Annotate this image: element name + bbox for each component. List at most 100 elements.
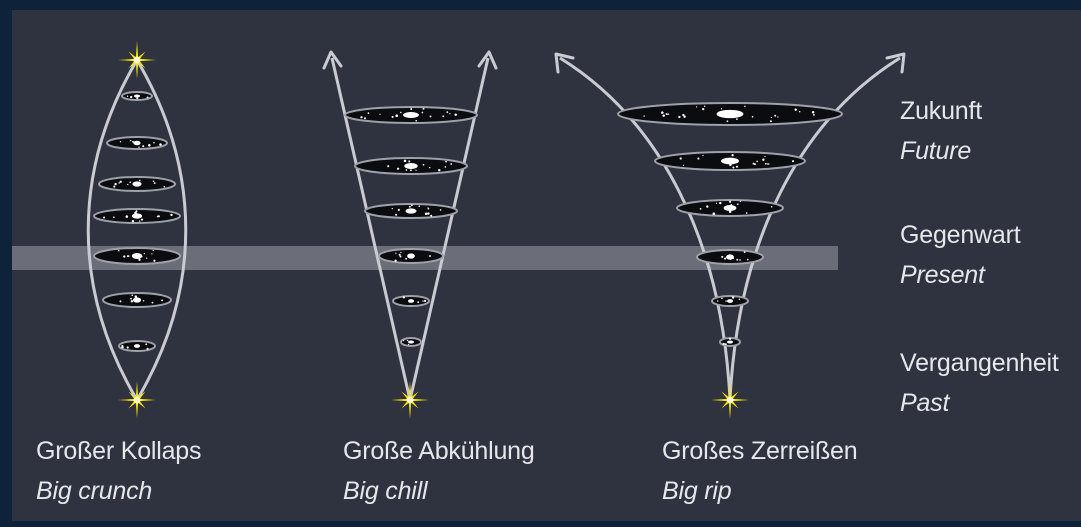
- disk-star-dot: [739, 200, 742, 203]
- disk-star-dot: [387, 165, 390, 168]
- disk-star-dot: [130, 95, 133, 99]
- disk-star-dot: [455, 113, 458, 116]
- disk-core: [131, 252, 143, 260]
- big-rip-left-arrowhead: [554, 52, 575, 74]
- disk-star-dot: [119, 180, 122, 183]
- disk-star-dot: [697, 157, 700, 160]
- big-rip-left-curve: [559, 56, 732, 401]
- disk-star-dot: [728, 113, 731, 115]
- disk-star-dot: [143, 252, 145, 255]
- disk-star-dot: [151, 253, 153, 255]
- disk-star-dot: [379, 113, 381, 115]
- disk-star-dot: [661, 111, 664, 114]
- disk-star-dot: [427, 207, 430, 210]
- disk-star-dot: [418, 205, 420, 207]
- disk-star-dot: [408, 205, 411, 208]
- disk-star-dot: [712, 212, 716, 215]
- big-chill-left-arrowhead: [322, 50, 343, 70]
- big-chill-galaxy-disk: [378, 248, 444, 264]
- disk-star-dot: [400, 251, 402, 254]
- big-crunch-label-en: Big crunch: [36, 477, 153, 505]
- disk-star-dot: [132, 140, 135, 143]
- disk-star-dot: [721, 297, 723, 300]
- disk-core: [408, 340, 414, 344]
- big-rip-shape: [554, 52, 906, 401]
- disk-star-dot: [743, 251, 746, 253]
- disk-star-dot: [138, 179, 141, 182]
- big-chill-galaxy-disk: [364, 203, 458, 219]
- disk-star-dot: [729, 163, 732, 167]
- disk-star-dot: [422, 107, 425, 110]
- disk-star-dot: [770, 116, 773, 119]
- disk-star-dot: [699, 208, 702, 210]
- disk-star-dot: [399, 255, 402, 258]
- disk-star-dot: [733, 160, 736, 163]
- big-crunch-end-star-icon: [118, 381, 156, 419]
- big-rip-label-de: Großes Zerreißen: [662, 437, 858, 465]
- disk-star-dot: [146, 347, 149, 350]
- disk-star-dot: [429, 255, 431, 257]
- disk-star-dot: [146, 96, 149, 99]
- disk-star-dot: [391, 207, 393, 210]
- disk-star-dot: [118, 182, 120, 184]
- big-rip-galaxy-disk: [654, 151, 806, 171]
- disk-star-dot: [695, 106, 698, 108]
- disk-star-dot: [131, 220, 135, 223]
- disk-star-dot: [152, 249, 154, 252]
- disk-star-dot: [126, 95, 129, 97]
- disk-star-dot: [721, 255, 724, 258]
- disk-star-dot: [395, 213, 398, 216]
- disk-star-dot: [394, 259, 397, 262]
- disk-star-dot: [406, 166, 408, 168]
- disk-star-dot: [427, 212, 430, 215]
- disk-star-dot: [430, 214, 433, 217]
- past-label-de: Vergangenheit: [900, 349, 1059, 377]
- big-chill-origin-star-icon: [391, 381, 429, 419]
- disk-star-dot: [728, 200, 732, 203]
- disk-star-dot: [360, 116, 363, 119]
- disk-star-dot: [170, 213, 173, 217]
- disk-star-dot: [140, 255, 143, 258]
- disk-star-dot: [813, 114, 815, 116]
- galaxy-disks: [93, 91, 843, 352]
- disk-star-dot: [398, 253, 401, 256]
- disk-core: [133, 140, 141, 146]
- disk-star-dot: [130, 297, 132, 300]
- disk-star-dot: [735, 165, 739, 168]
- disk-star-dot: [146, 257, 148, 259]
- disk-core: [134, 344, 140, 348]
- big-chill-label-en: Big chill: [343, 477, 428, 505]
- disk-star-dot: [130, 300, 134, 303]
- disk-star-dot: [403, 159, 407, 163]
- big-rip-label-en: Big rip: [662, 477, 732, 505]
- big-chill-galaxy-disk: [354, 157, 468, 175]
- disk-core: [407, 253, 415, 259]
- big-rip-origin-star-icon: [711, 381, 749, 419]
- disk-star-dot: [724, 257, 727, 260]
- disk-star-dot: [751, 115, 754, 118]
- disk-star-dot: [145, 343, 148, 346]
- disk-core: [404, 162, 418, 170]
- disk-star-dot: [140, 218, 144, 221]
- disk-star-dot: [764, 162, 767, 165]
- disk-star-dot: [400, 111, 402, 114]
- disk-star-dot: [159, 143, 162, 146]
- star-core: [726, 396, 734, 404]
- disk-star-dot: [729, 258, 732, 261]
- disk-star-dot: [730, 204, 733, 206]
- disk-star-dot: [439, 209, 442, 211]
- disk-star-dot: [438, 169, 441, 172]
- disk-star-dot: [715, 202, 718, 204]
- disk-star-dot: [811, 110, 815, 114]
- future-label-en: Future: [900, 137, 972, 165]
- disk-star-dot: [409, 169, 412, 172]
- disk-star-dot: [682, 113, 685, 117]
- disk-star-dot: [746, 258, 749, 261]
- disk-star-dot: [134, 299, 137, 303]
- disk-star-dot: [725, 300, 727, 302]
- disk-star-dot: [728, 210, 732, 214]
- disk-star-dot: [405, 169, 408, 171]
- disk-star-dot: [135, 210, 138, 213]
- disk-core: [723, 204, 737, 212]
